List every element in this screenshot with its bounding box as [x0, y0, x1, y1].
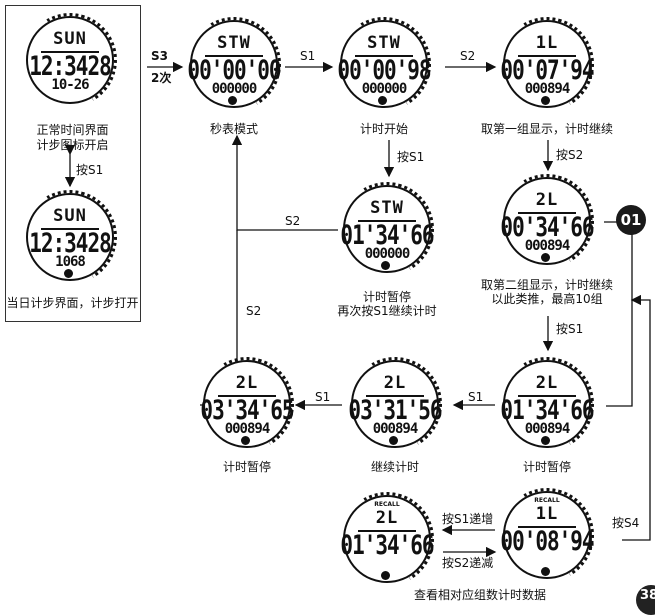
label-normal-time: 正常时间界面: [36, 123, 109, 137]
watch-lap1: 1L 00'07'94 000894: [489, 6, 605, 122]
watch-top: 2L: [383, 373, 407, 393]
watch-top: 1L: [535, 33, 559, 53]
label-s2-decrease: 按S2递减: [442, 556, 494, 570]
step-badge: 01: [616, 205, 646, 235]
label-press-s1-right: 按S1: [556, 322, 584, 336]
step-icon: [241, 436, 250, 445]
watch-main-digits: 03'34'65: [200, 395, 294, 425]
watch-top: SUN: [53, 206, 87, 226]
watch-bottom: 000894: [372, 421, 419, 437]
label-s1-increase: 按S1递增: [442, 512, 494, 526]
watch-top: 2L: [535, 373, 559, 393]
label-s2-back: S2: [285, 214, 301, 228]
label-daily-steps: 当日计步界面，计步打开: [6, 296, 139, 310]
step-icon: [541, 96, 550, 105]
watch-recall-lap1: RECALL 1L 00'08'94: [489, 477, 605, 593]
label-pause3: 计时暂停: [222, 460, 271, 474]
watch-recall-lap2: RECALL 2L 01'34'66: [329, 481, 445, 597]
watch-continue: 2L 03'31'56 000894: [337, 346, 453, 462]
watch-steps: SUN 12:3428 1068: [12, 179, 128, 295]
step-icon: [541, 436, 550, 445]
label-max-laps: 以此类推，最高10组: [491, 292, 603, 306]
label-stopwatch-mode: 秒表模式: [209, 122, 258, 136]
label-twice: 2次: [151, 71, 172, 85]
label-resume-hint: 再次按S1继续计时: [337, 304, 437, 318]
label-lap2-desc: 取第二组显示，计时继续: [480, 278, 613, 292]
watch-bottom: 000894: [224, 421, 271, 437]
step-icon: [378, 96, 387, 105]
watch-main-digits: 00'00'00: [187, 55, 281, 85]
watch-top: 2L: [535, 190, 559, 210]
step-icon: [541, 253, 550, 262]
arrow-s4-return: [622, 294, 651, 541]
line-badge-loop: [604, 221, 633, 407]
watch-main-digits: 00'08'94: [500, 526, 594, 556]
watch-normal-time: SUN 12:3428 10-26: [12, 2, 128, 118]
label-s3: S3: [151, 49, 168, 63]
watch-pause2: 2L 01'34'66 000894: [489, 346, 605, 462]
label-press-s1-left: 按S1: [76, 163, 104, 177]
watch-pause3: 2L 03'34'65 000894: [189, 346, 305, 462]
label-press-s4: 按S4: [612, 516, 640, 530]
watch-main-digits: 01'34'66: [340, 530, 434, 560]
step-icon: [228, 96, 237, 105]
watch-main-digits: 03'31'56: [348, 395, 442, 425]
step-icon: [381, 571, 390, 580]
watch-main-digits: 00'34'66: [500, 212, 594, 242]
step-icon: [389, 436, 398, 445]
label-pause2: 计时暂停: [522, 460, 571, 474]
watch-top: STW: [367, 33, 401, 53]
watch-main-digits: 12:3428: [29, 228, 112, 258]
watch-bottom: 000000: [211, 81, 258, 97]
label-s1-pause3: S1: [315, 390, 331, 404]
watch-top: 1L: [535, 504, 559, 524]
label-s1-start: S1: [300, 49, 316, 63]
watch-bottom: 000894: [524, 81, 571, 97]
watch-main-digits: 00'07'94: [500, 55, 594, 85]
label-s2-lap1: S2: [460, 49, 476, 63]
label-recall-data: 查看相对应组数计时数据: [413, 588, 546, 602]
watch-bottom: 000894: [524, 238, 571, 254]
step-icon: [64, 269, 73, 278]
watch-top: 2L: [375, 508, 399, 528]
watch-top: SUN: [53, 29, 87, 49]
daily-mode-frame: [5, 5, 141, 322]
watch-bottom: 10-26: [51, 77, 89, 93]
diagram-canvas: SUN 12:3428 10-26 SUN 12:3428 1068 STW 0…: [5, 2, 655, 615]
watch-top: 2L: [235, 373, 259, 393]
watch-top: STW: [217, 33, 251, 53]
watch-main-digits: 01'34'66: [340, 220, 434, 250]
label-pause1: 计时暂停: [362, 290, 411, 304]
step-icon: [541, 567, 550, 576]
label-timing-start: 计时开始: [359, 122, 408, 136]
label-press-s2-right: 按S2: [556, 148, 584, 162]
page-number: 38: [636, 585, 655, 615]
label-lap1-desc: 取第一组显示，计时继续: [480, 122, 613, 136]
recall-indicator: RECALL: [374, 501, 400, 508]
label-s1-cont: S1: [468, 390, 484, 404]
watch-main-digits: 12:3428: [29, 51, 112, 81]
watch-main-digits: 00'00'98: [337, 55, 431, 85]
watch-pause1: STW 01'34'66 000000: [329, 171, 445, 287]
label-continue: 继续计时: [370, 460, 419, 474]
watch-bottom: 000000: [361, 81, 408, 97]
watch-bottom: 000894: [524, 421, 571, 437]
step-icon: [381, 261, 390, 270]
watch-bottom: 1068: [55, 254, 86, 270]
watch-top: STW: [370, 198, 404, 218]
watch-lap2: 2L 00'34'66 000894: [489, 163, 605, 279]
recall-indicator: RECALL: [534, 497, 560, 504]
label-press-s1-mid: 按S1: [397, 150, 425, 164]
watch-main-digits: 01'34'66: [500, 395, 594, 425]
watch-stopwatch-mode: STW 00'00'00 000000: [176, 6, 292, 122]
label-s2-left: S2: [246, 304, 262, 318]
watch-timing-start: STW 00'00'98 000000: [326, 6, 442, 122]
label-step-icon-on: 计步图标开启: [36, 138, 109, 152]
watch-bottom: 000000: [364, 246, 411, 262]
